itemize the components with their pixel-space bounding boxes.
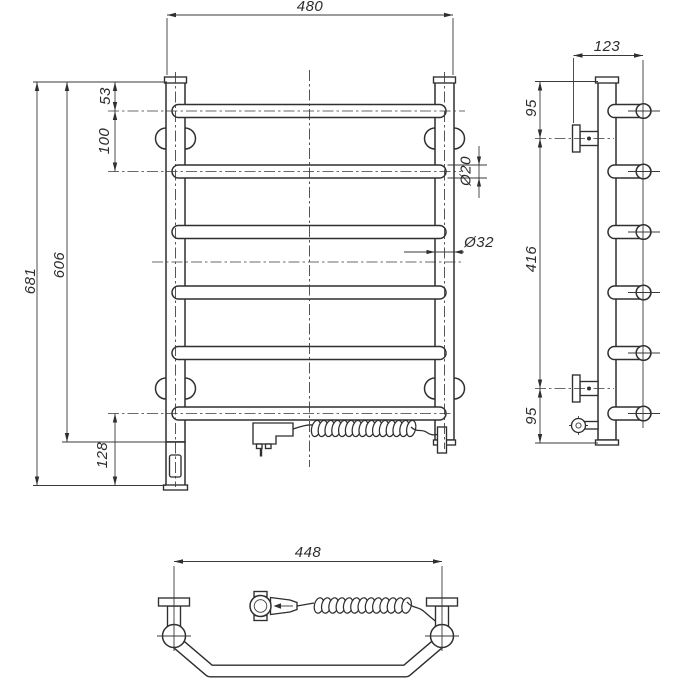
fitting-cap [570,417,587,434]
connector-cap-inner [253,599,268,613]
bracket-bump [184,377,197,400]
dim-rung-gap: 100 [96,128,113,155]
dim-post-diameter: Ø32 [463,234,494,251]
heating-element-entry [436,426,448,454]
bracket-bump [184,127,197,150]
dim-total-height: 681 [22,268,39,295]
cable [410,426,438,436]
side-post [597,77,617,441]
dim-bottom-offset: 128 [94,442,111,469]
front-object [154,76,466,491]
bracket-bump [423,377,436,400]
front-centerlines [108,70,465,487]
dim-bracket-bottom: 95 [523,407,540,425]
dim-tube-height: 606 [51,252,68,279]
connector-cap [249,594,272,618]
bracket-bump [423,127,436,150]
cable [292,424,315,430]
rung [171,285,447,300]
plug-prong [255,443,263,450]
bottom-view: 448 [157,544,459,678]
side-rungs [607,102,652,422]
power-cord-front [252,418,448,457]
side-centerlines [535,60,660,428]
dim-bracket-top: 95 [523,99,540,117]
element-fitting [569,416,599,435]
front-dimensions: 480 681 606 53 100 [22,0,494,486]
fitting-cap-center [575,422,582,429]
rung [171,224,447,240]
bracket-bump [453,377,466,400]
bottom-centerlines [157,566,459,651]
front-view: 480 681 606 53 100 [22,0,494,491]
side-object [569,76,652,446]
dim-rung-diameter: Ø20 [458,156,475,187]
bottom-tube-fill [170,636,446,677]
rung [171,345,447,361]
dim-top-offset: 53 [97,87,114,105]
power-cord-bottom [249,590,437,623]
bottom-object [157,590,459,678]
connector-pointer [273,603,281,609]
cable [296,602,315,607]
side-post-cap [594,76,620,84]
plug-body [252,422,294,445]
bracket-bump [453,127,466,150]
plug-prong [264,443,272,450]
side-post-foot [594,439,620,446]
bracket-bump [154,377,167,400]
bracket-bump [154,127,167,150]
side-dimensions: 123 95 416 95 [523,38,643,444]
dim-mount-width: 448 [295,544,322,561]
dim-bracket-span: 416 [523,246,540,273]
dim-front-width: 480 [297,0,324,15]
cable [406,601,437,623]
cable-coil [312,596,414,615]
bottom-dimensions: 448 [174,544,442,564]
side-view: 123 95 416 95 [523,38,660,446]
dim-depth: 123 [594,38,621,55]
cable-coil [309,418,418,439]
